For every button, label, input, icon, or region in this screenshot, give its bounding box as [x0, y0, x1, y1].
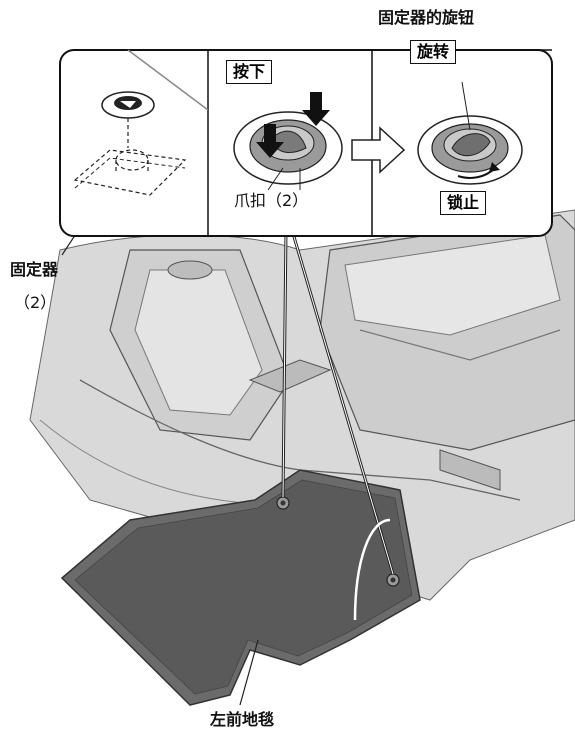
clip-label: 爪扣（2）: [234, 191, 309, 210]
press-knob-view: [233, 92, 343, 191]
fastener-quantity-label: （2）: [14, 293, 57, 312]
press-label: 按下: [226, 60, 273, 84]
rotate-label: 旋转: [410, 40, 457, 64]
car-interior: [29, 209, 575, 601]
rotate-knob-view: [417, 49, 552, 185]
fastener-label: 固定器: [10, 260, 59, 279]
lock-label: 锁止: [440, 191, 487, 215]
floor-mat-label: 左前地毯: [210, 710, 275, 729]
knob-title-label: 固定器的旋钮: [378, 8, 475, 27]
left-front-floor-mat: [60, 469, 421, 706]
press-arrow-icon: [302, 92, 330, 126]
press-arrow-icon: [256, 124, 284, 158]
fastener-exploded-view: [73, 49, 209, 196]
next-step-arrow-icon: [351, 126, 406, 174]
